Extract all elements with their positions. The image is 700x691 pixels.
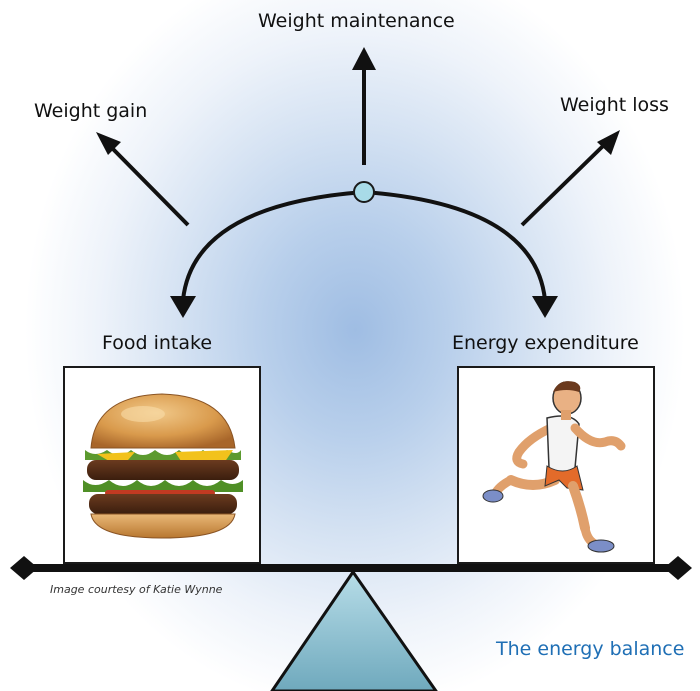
maintenance-arrow [352, 47, 376, 165]
exercise-image-frame [457, 366, 655, 564]
diagram-caption: The energy balance [496, 638, 685, 660]
balance-arc [170, 189, 558, 318]
hamburger-icon [83, 393, 243, 539]
runner-icon [482, 381, 626, 553]
balance-beam [10, 556, 692, 580]
loss-arrow [520, 130, 620, 227]
pivot-dot [353, 181, 375, 203]
weight-maintenance-label: Weight maintenance [258, 10, 455, 32]
food-image-frame [63, 366, 261, 564]
gain-arrow [96, 132, 190, 227]
energy-expenditure-label: Energy expenditure [452, 332, 639, 354]
weight-gain-label: Weight gain [34, 100, 148, 122]
image-credit: Image courtesy of Katie Wynne [50, 583, 223, 596]
fulcrum-triangle [270, 569, 438, 691]
weight-loss-label: Weight loss [560, 94, 669, 116]
food-intake-label: Food intake [102, 332, 213, 354]
